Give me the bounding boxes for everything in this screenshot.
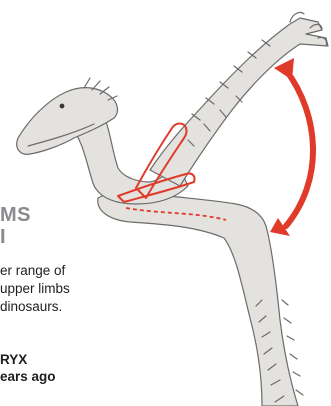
caption-line-2: upper limbs [0,280,120,298]
caption-text: er range of upper limbs dinosaurs. [0,262,120,316]
species-age: ears ago [0,368,56,385]
species-label: RYX ears ago [0,351,56,385]
tail-shape [98,188,298,406]
section-heading: MS [0,204,31,226]
range-of-motion-arc [286,70,313,226]
eye-icon [60,104,65,109]
section-heading-second-line: I [0,226,16,244]
caption-line-3: dinosaurs. [0,298,120,316]
caption-line-1: er range of [0,262,120,280]
species-name: RYX [0,351,56,368]
